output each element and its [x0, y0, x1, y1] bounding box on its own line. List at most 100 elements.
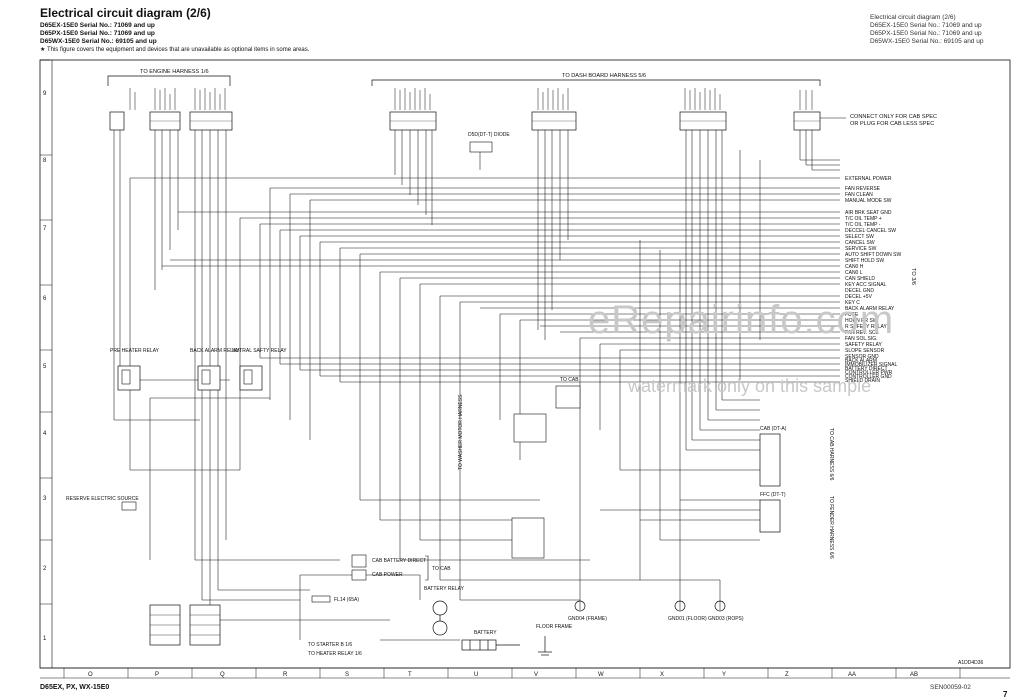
to-heater-label: TO HEATER RELAY 1/6 — [308, 651, 362, 657]
to-cab-lower-label: TO CAB — [432, 566, 451, 572]
engine-harness-label: TO ENGINE HARNESS 1/6 — [140, 69, 209, 75]
signal-label: BACK ALARM — [845, 358, 877, 364]
relay-label: BACK ALARM RELAY — [190, 348, 240, 354]
cab-conn-label: CAB (DT-A) — [760, 426, 787, 432]
signal-label: IMMOBILIZER SIGNAL — [845, 362, 897, 368]
signal-label: T/C OIL TEMP + — [845, 216, 882, 222]
relay-label: PRE HEATER RELAY — [110, 348, 160, 354]
grid-row-label: 1 — [43, 636, 47, 642]
ground-label: GND03 (ROPS) — [708, 616, 744, 622]
signal-label: FAN REVERSE — [845, 186, 881, 192]
footer-model: D65EX, PX, WX-15E0 — [40, 684, 110, 691]
grid-col-label: X — [660, 672, 664, 678]
to-cab-connector — [555, 385, 581, 409]
relay-neutral-safety: NUTRAL SAFTY RELAY — [232, 348, 287, 391]
ground-gnd03: GND03 (ROPS) — [708, 600, 744, 622]
model-list: D65EX-15E0 Serial No.: 71069 and up D65P… — [40, 22, 157, 46]
grid-col-label: Y — [722, 672, 726, 678]
signal-label: CAN0 L — [845, 270, 863, 276]
battery-relay: BATTERY RELAY — [424, 586, 465, 636]
model-line: D65EX-15E0 Serial No.: 71069 and up — [870, 22, 982, 29]
signal-label: DECEL +5V — [845, 294, 873, 300]
relay-back-alarm: BACK ALARM RELAY — [190, 348, 240, 391]
diode-connector — [469, 141, 493, 153]
fl14-label: FL14 (65A) — [334, 597, 359, 603]
reserve-source-label: RESERVE ELECTRIC SOURCE — [66, 496, 139, 502]
watermark-text: eRepairinfo.com — [588, 298, 895, 342]
dashboard-harness-bracket: TO DASH BOARD HARNESS 5/6 — [371, 73, 821, 86]
battery: BATTERY — [461, 630, 520, 651]
grid-row-label: 8 — [43, 158, 47, 164]
ground-label: GND01 (FLOOR) — [668, 616, 707, 622]
fusible-link — [311, 595, 331, 603]
applicability-note: ★ This figure covers the equipment and d… — [40, 47, 310, 53]
grid-col-label: P — [155, 672, 159, 678]
signal-label: DECCEL CANCEL SW — [845, 228, 896, 234]
signal-label: SAFETY RELAY — [845, 342, 882, 348]
connector — [109, 111, 125, 131]
signal-label: BACK ALARM RELAY — [845, 306, 895, 312]
ground-label: GND04 (FRAME) — [568, 616, 607, 622]
ground-gnd01: GND01 (FLOOR) — [668, 600, 707, 622]
signal-label: AIR BRK SEAT GND — [845, 210, 892, 216]
signal-label: AUTO SHIFT DOWN SW — [845, 252, 901, 258]
grid-col-label: O — [88, 672, 93, 678]
ground-gnd04: GND04 (FRAME) — [568, 600, 607, 622]
grid-col-label: AA — [848, 672, 856, 678]
lamp-connector — [511, 517, 545, 559]
cab-power-block: TO CAB CAB BATTERY DIRECT CAB POWER — [351, 554, 451, 581]
grid-col-label: R — [283, 672, 288, 678]
wiring — [113, 130, 840, 641]
grid-col-label: Z — [785, 672, 789, 678]
ffc-connector: FFC (DT-T) TO FENDER HARNESS 6/6 — [759, 492, 834, 559]
watermark-subtext: watermark only on this sample — [628, 376, 872, 396]
battery-label: BATTERY — [474, 630, 497, 636]
fender-harness-label: TO FENDER HARNESS 6/6 — [828, 496, 834, 559]
model-line: D65EX-15E0 Serial No.: 71069 and up — [40, 22, 155, 29]
diode-label: D5D(DT-T) DIODE — [468, 132, 510, 138]
grid-row-label: 4 — [43, 431, 47, 437]
grid-col-label: T — [408, 672, 412, 678]
model-line: D65WX-15E0 Serial No.: 69105 and up — [870, 38, 984, 45]
model-line: D65PX-15E0 Serial No.: 71069 and up — [870, 30, 982, 37]
model-line: D65WX-15E0 Serial No.: 69105 and up — [40, 38, 157, 45]
bottom-grid: O P Q R S T U V W X Y Z AA AB — [63, 668, 961, 678]
ffc-conn-label: FFC (DT-T) — [760, 492, 786, 498]
cab-battery-label: CAB BATTERY DIRECT — [372, 558, 426, 564]
signal-label: CONTROLLER GND — [845, 374, 892, 380]
washer-harness-label: TO WASHER MOTOR HARNESS — [458, 394, 464, 470]
signal-label: SHIELD DRAIN — [845, 378, 880, 384]
relay-pre-heater: PRE HEATER RELAY — [110, 348, 160, 391]
cab-spec-note: CONNECT ONLY FOR CAB SPEC — [850, 114, 937, 120]
signal-label: SENSOR GND — [845, 354, 879, 360]
cab-harness-label: TO CAB HARNESS 6/6 — [828, 428, 834, 481]
connector-blocks-top — [109, 111, 821, 131]
grid-col-label: U — [474, 672, 478, 678]
to-3-6-label: TO 3/6 — [910, 268, 916, 285]
left-grid: 9 8 7 6 5 4 3 2 1 — [40, 91, 52, 642]
signal-label: KEY C — [845, 300, 860, 306]
footer-doc-id: SEN00059-02 — [930, 684, 971, 691]
grid-row-label: 7 — [43, 226, 47, 232]
header-right: Electrical circuit diagram (2/6) D65EX-1… — [870, 14, 983, 46]
model-line: D65PX-15E0 Serial No.: 71069 and up — [40, 30, 155, 37]
signal-label: T/C OIL TEMP - — [845, 222, 881, 228]
grid-col-label: S — [345, 672, 349, 678]
reserve-connector — [121, 501, 137, 511]
to-cab-upper-label: TO CAB — [560, 377, 579, 383]
signal-label: BATTERY DIRECT — [845, 366, 888, 372]
signal-label: SERVICE SW — [845, 246, 877, 252]
washer-connector — [513, 413, 547, 443]
grid-row-label: 5 — [43, 364, 47, 370]
grid-col-label: Q — [220, 672, 225, 678]
signal-label: KEY ACC SIGNAL — [845, 282, 887, 288]
signal-label: HORN PR SW — [845, 318, 878, 324]
battery-relay-label: BATTERY RELAY — [424, 586, 465, 592]
signal-label: MANUAL MODE SW — [845, 198, 892, 204]
floor-frame-label: FLOOR FRAME — [536, 624, 573, 630]
page-number: 7 — [1003, 690, 1008, 699]
cab-power-label: CAB POWER — [372, 572, 403, 578]
floor-frame-ground: FLOOR FRAME — [536, 624, 573, 656]
grid-row-label: 9 — [43, 91, 47, 97]
